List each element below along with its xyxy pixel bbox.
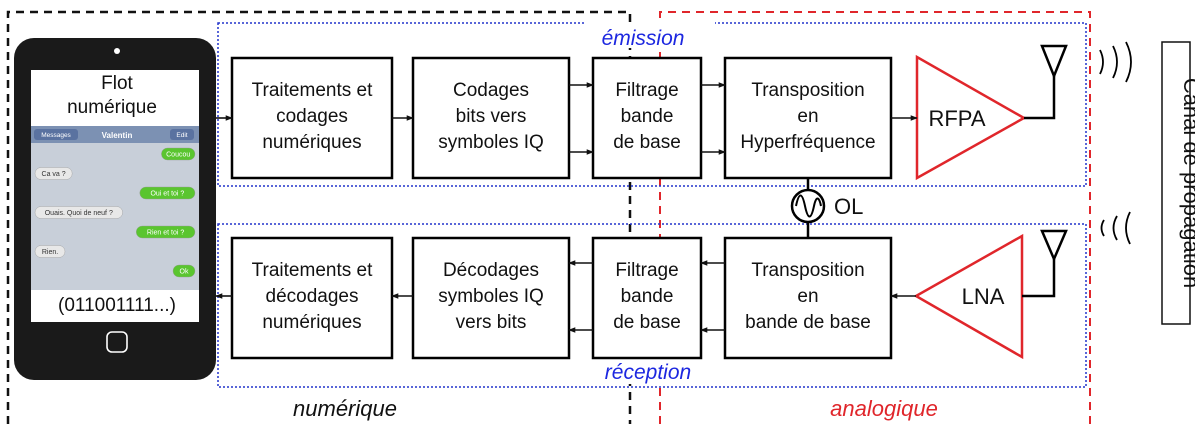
reception-label: réception bbox=[605, 361, 691, 384]
chat-bubble-text: Ouais. Quoi de neuf ? bbox=[45, 210, 113, 217]
reception-block-4-line-1: Transposition bbox=[751, 260, 864, 281]
emission-block-3-line-3: de base bbox=[613, 132, 681, 153]
phone-bitstream: (011001111...) bbox=[58, 295, 176, 316]
chat-edit-button-label: Edit bbox=[176, 132, 187, 139]
reception-chain-frame bbox=[217, 223, 1087, 388]
reception-block-3: Filtrage bande de base bbox=[591, 236, 703, 360]
emission-block-4-line-2: en bbox=[797, 106, 818, 127]
phone-title-area bbox=[31, 70, 199, 126]
rfpa-label: RFPA bbox=[928, 106, 985, 131]
emission-block-1-line-2: codages bbox=[276, 106, 348, 127]
chat-bubble-text: Oui et toi ? bbox=[150, 191, 184, 198]
chat-messages: Coucou Ca va ? Oui et toi ? Ouais. Quoi de … bbox=[34, 147, 196, 278]
emission-wave-icon bbox=[1099, 41, 1132, 83]
reception-wave-icon bbox=[1100, 211, 1131, 245]
emission-block-2: Codages bits vers symboles IQ bbox=[411, 56, 571, 180]
phone-home-button[interactable] bbox=[106, 331, 128, 353]
oscillator-icon bbox=[790, 178, 826, 238]
emission-block-3: Filtrage bande de base bbox=[591, 56, 703, 180]
reception-block-3-line-1: Filtrage bbox=[615, 260, 678, 281]
chat-bubble: Ouais. Quoi de neuf ? bbox=[34, 206, 123, 219]
chat-bubble-text: Coucou bbox=[166, 152, 190, 159]
phone-camera bbox=[114, 48, 120, 54]
chat-bubble: Rien et toi ? bbox=[135, 225, 196, 239]
phone-title-line2: numérique bbox=[67, 97, 157, 118]
chat-back-button[interactable] bbox=[34, 129, 78, 140]
emission-block-4-line-3: Hyperfréquence bbox=[740, 132, 875, 153]
emission-label: émission bbox=[602, 27, 685, 50]
reception-arrows bbox=[215, 260, 916, 333]
chat-bubble-text: Rien. bbox=[42, 249, 58, 256]
emission-block-3-line-2: bande bbox=[621, 106, 674, 127]
smartphone: Flot numérique Messages Valentin Edit Co… bbox=[14, 38, 216, 380]
reception-block-2-line-3: vers bits bbox=[456, 312, 527, 333]
reception-block-4-line-2: en bbox=[797, 286, 818, 307]
phone-bitstream-area bbox=[31, 290, 199, 322]
chat-back-button-label: Messages bbox=[41, 132, 71, 139]
digital-zone-label: numérique bbox=[293, 396, 397, 421]
reception-antenna-icon bbox=[1022, 229, 1068, 298]
digital-zone bbox=[6, 10, 632, 424]
reception-block-1-line-2: décodages bbox=[266, 286, 359, 307]
emission-label-bg bbox=[585, 22, 715, 48]
reception-block-2-line-1: Décodages bbox=[443, 260, 539, 281]
chat-bubble-text: Rien et toi ? bbox=[147, 230, 184, 237]
reception-block-4-line-3: bande de base bbox=[745, 312, 871, 333]
reception-block-1: Traitements et décodages numériques bbox=[230, 236, 394, 360]
chat-bubble-text: Ok bbox=[180, 269, 189, 276]
emission-block-2-line-2: bits vers bbox=[456, 106, 527, 127]
reception-block-4: Transposition en bande de base bbox=[723, 236, 893, 360]
reception-block-2-line-2: symboles IQ bbox=[438, 286, 544, 307]
chat-edit-button[interactable] bbox=[170, 129, 194, 140]
chat-contact-name: Valentin bbox=[102, 131, 133, 140]
analog-zone-label: analogique bbox=[830, 396, 938, 421]
rfpa-amplifier: RFPA bbox=[915, 54, 1027, 181]
lna-amplifier: LNA bbox=[913, 233, 1024, 360]
reception-label-bg bbox=[585, 358, 715, 384]
reception-block-1-line-3: numériques bbox=[262, 312, 361, 333]
chat-bubble: Ok bbox=[172, 264, 196, 278]
reception-block-2: Décodages symboles IQ vers bits bbox=[411, 236, 571, 360]
emission-block-2-line-3: symboles IQ bbox=[438, 132, 544, 153]
chat-bubble: Coucou bbox=[161, 147, 196, 161]
oscillator-label: OL bbox=[834, 194, 863, 219]
reception-block-3-line-2: bande bbox=[621, 286, 674, 307]
emission-block-4-line-1: Transposition bbox=[751, 80, 864, 101]
emission-block-1-line-3: numériques bbox=[262, 132, 361, 153]
chat-bubble: Oui et toi ? bbox=[139, 186, 196, 200]
emission-antenna-icon bbox=[1024, 44, 1068, 120]
chat-bubble: Ca va ? bbox=[34, 167, 73, 180]
channel-label-box: Canal de propagation bbox=[1161, 41, 1195, 325]
chat-bubble-text: Ca va ? bbox=[42, 171, 66, 178]
phone-title-line1: Flot bbox=[101, 73, 133, 94]
chat-bubble: Rien. bbox=[34, 245, 66, 258]
emission-block-3-line-1: Filtrage bbox=[615, 80, 678, 101]
reception-block-3-line-3: de base bbox=[613, 312, 681, 333]
reception-block-1-line-1: Traitements et bbox=[252, 260, 373, 281]
emission-arrows bbox=[216, 82, 918, 155]
emission-block-1: Traitements et codages numériques bbox=[230, 56, 394, 180]
lna-label: LNA bbox=[962, 284, 1005, 309]
emission-block-2-line-1: Codages bbox=[453, 80, 529, 101]
emission-block-1-line-1: Traitements et bbox=[252, 80, 373, 101]
channel-label: Canal de propagation bbox=[1179, 78, 1195, 288]
